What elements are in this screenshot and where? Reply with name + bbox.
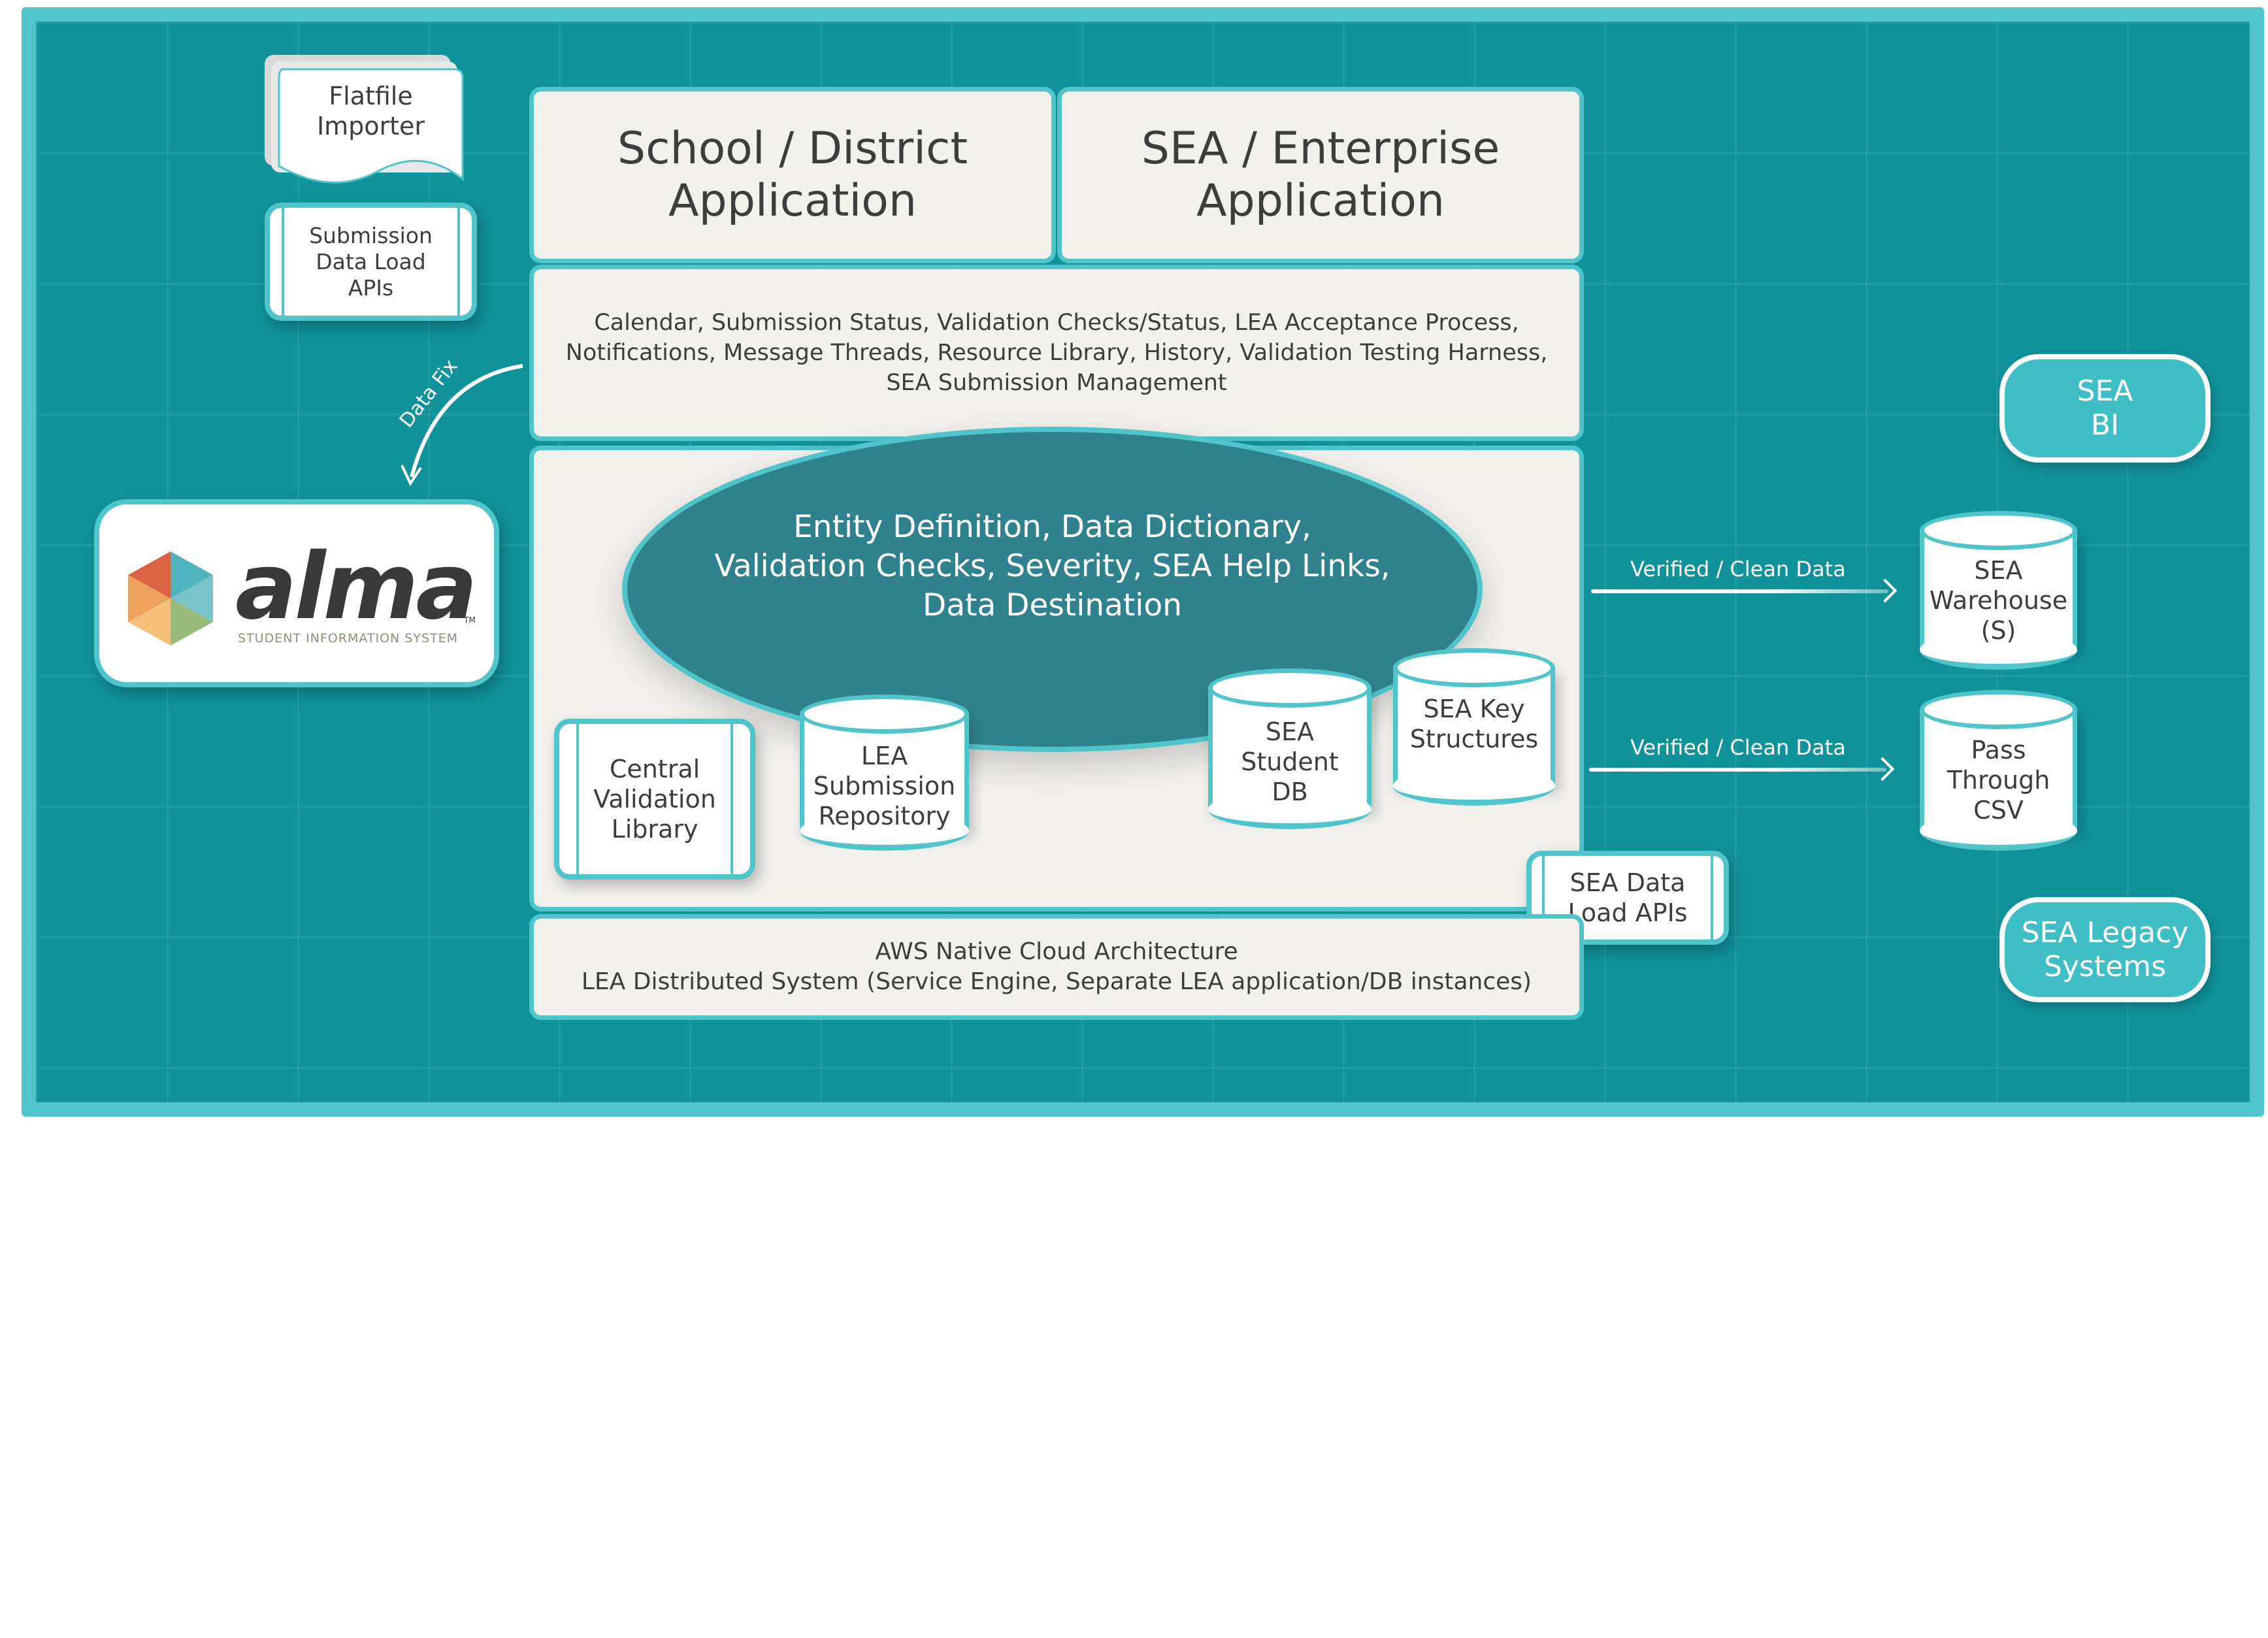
sea-legacy-label: SEA Legacy Systems bbox=[2021, 915, 2189, 983]
flatfile-label: Flatfile Importer bbox=[316, 82, 425, 140]
aws-architecture-card: AWS Native Cloud Architecture LEA Distri… bbox=[529, 914, 1584, 1020]
document-icon bbox=[278, 68, 464, 184]
features-list: Calendar, Submission Status, Validation … bbox=[565, 310, 1548, 396]
school-app-title: School / District Application bbox=[617, 123, 968, 227]
alma-tagline: STUDENT INFORMATION SYSTEM bbox=[238, 631, 459, 646]
aws-text: AWS Native Cloud Architecture LEA Distri… bbox=[581, 938, 1532, 995]
arrow-label-passthrough: Verified / Clean Data bbox=[1630, 735, 1846, 760]
sea-legacy-systems: SEA Legacy Systems bbox=[1999, 897, 2210, 1002]
sea-student-db-label: SEA Student DB bbox=[1241, 717, 1339, 806]
warehouse-label: SEA Warehouse (S) bbox=[1929, 555, 2068, 645]
school-district-application: School / District Application bbox=[529, 87, 1056, 263]
flatfile-importer: Flatfile Importer bbox=[265, 55, 464, 186]
alma-trademark: TM bbox=[464, 615, 476, 625]
pass-through-csv-db: Pass Through CSV bbox=[1920, 690, 2077, 851]
sea-key-label: SEA Key Structures bbox=[1409, 694, 1539, 753]
sea-student-db: SEA Student DB bbox=[1208, 668, 1372, 829]
data-fix-arrow bbox=[401, 364, 523, 487]
lea-submission-repository-db: LEA Submission Repository bbox=[800, 695, 969, 851]
sea-app-title: SEA / Enterprise Application bbox=[1141, 123, 1500, 227]
submission-apis-label: Submission Data Load APIs bbox=[309, 222, 433, 301]
ellipse-text: Entity Definition, Data Dictionary, Vali… bbox=[714, 509, 1390, 623]
sea-bi: SEA BI bbox=[1999, 354, 2210, 463]
passthrough-label: Pass Through CSV bbox=[1947, 736, 2050, 825]
alma-wordmark: alma bbox=[235, 534, 478, 640]
arrow-to-warehouse bbox=[1591, 589, 1888, 593]
lea-repo-label: LEA Submission Repository bbox=[813, 741, 956, 830]
sea-bi-label: SEA BI bbox=[2077, 374, 2133, 442]
sea-data-load-label: SEA Data Load APIs bbox=[1568, 868, 1688, 927]
features-card: Calendar, Submission Status, Validation … bbox=[529, 265, 1584, 441]
alma-hexagon-logo bbox=[128, 551, 213, 646]
alma-sis-card: alma TM STUDENT INFORMATION SYSTEM bbox=[94, 499, 499, 687]
sea-warehouse-db: SEA Warehouse (S) bbox=[1920, 511, 2077, 670]
central-validation-label: Central Validation Library bbox=[593, 755, 716, 844]
submission-data-load-apis: Submission Data Load APIs bbox=[265, 203, 477, 321]
arrow-to-passthrough bbox=[1589, 768, 1886, 772]
arrow-label-warehouse: Verified / Clean Data bbox=[1630, 557, 1846, 581]
sea-key-structures-db: SEA Key Structures bbox=[1393, 648, 1555, 806]
central-validation-library: Central Validation Library bbox=[554, 719, 755, 879]
sea-enterprise-application: SEA / Enterprise Application bbox=[1057, 87, 1584, 263]
